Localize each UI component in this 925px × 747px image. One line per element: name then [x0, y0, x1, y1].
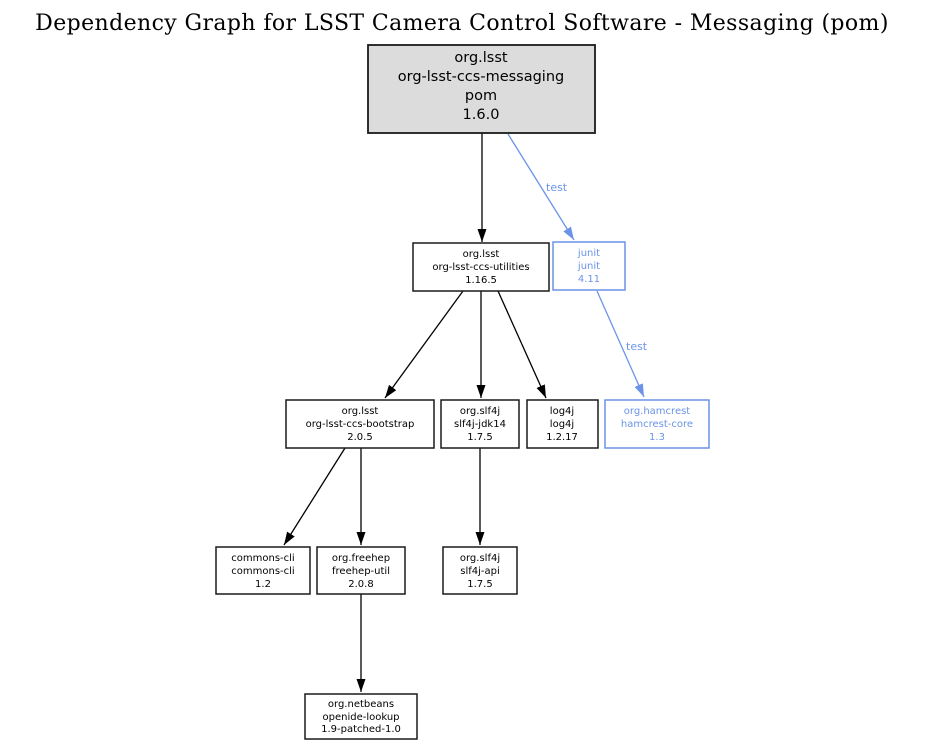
- node-group-id: org.netbeans: [328, 699, 394, 710]
- node-artifact-id: org-lsst-ccs-utilities: [432, 262, 529, 273]
- node-box: [526, 399, 599, 449]
- node-version: 1.3: [649, 432, 665, 443]
- node-artifact-id: org-lsst-ccs-bootstrap: [306, 419, 415, 430]
- edge-bootstrap-to-commons-cli: [283, 447, 346, 546]
- node-box: [552, 241, 626, 291]
- node-version: 4.11: [578, 274, 600, 285]
- node-version: 2.0.5: [347, 432, 372, 443]
- node-artifact-id: slf4j-jdk14: [454, 419, 506, 430]
- node-group-id: org.freehep: [332, 553, 390, 564]
- node-version: 1.6.0: [463, 107, 500, 123]
- node-version: 1.2.17: [546, 432, 578, 443]
- node-box: [316, 546, 406, 595]
- node-junit: junit junit 4.11: [552, 241, 626, 291]
- node-artifact-id: openide-lookup: [322, 712, 399, 723]
- node-box: [304, 693, 418, 740]
- node-slf4j-jdk14: org.slf4j slf4j-jdk14 1.7.5: [440, 399, 520, 449]
- node-version: 1.7.5: [467, 432, 492, 443]
- node-version: 1.2: [255, 579, 271, 590]
- node-artifact-id: freehep-util: [332, 566, 390, 577]
- node-org-lsst-ccs-messaging: org.lsst org-lsst-ccs-messaging pom 1.6.…: [367, 44, 596, 134]
- node-artifact-id: slf4j-api: [460, 566, 500, 577]
- node-version: 1.9-patched-1.0: [321, 724, 401, 735]
- node-version: 2.0.8: [348, 579, 373, 590]
- node-freehep-util: org.freehep freehep-util 2.0.8: [316, 546, 406, 595]
- edge-utilities-to-bootstrap: [384, 290, 464, 399]
- node-artifact-id: hamcrest-core: [621, 419, 693, 430]
- node-group-id: org.hamcrest: [624, 406, 691, 417]
- edge-junit-to-hamcrest: [596, 290, 645, 398]
- node-artifact-id: log4j: [550, 419, 574, 430]
- edge-group: test test: [283, 133, 648, 692]
- node-group-id: org.slf4j: [460, 406, 500, 417]
- node-commons-cli: commons-cli commons-cli 1.2: [215, 546, 311, 595]
- node-slf4j-api: org.slf4j slf4j-api 1.7.5: [442, 546, 518, 595]
- node-box: [604, 399, 710, 449]
- edge-label-test-junit-hamcrest: test: [626, 340, 648, 353]
- node-packaging: pom: [465, 88, 497, 104]
- node-artifact-id: commons-cli: [231, 566, 294, 577]
- node-openide-lookup: org.netbeans openide-lookup 1.9-patched-…: [304, 693, 418, 740]
- node-group-id: org.lsst: [342, 406, 379, 417]
- node-org-lsst-ccs-utilities: org.lsst org-lsst-ccs-utilities 1.16.5: [412, 242, 550, 292]
- node-box: [442, 546, 518, 595]
- edge-utilities-to-log4j: [497, 290, 547, 399]
- node-log4j: log4j log4j 1.2.17: [526, 399, 599, 449]
- node-box: [215, 546, 311, 595]
- edge-messaging-to-junit: [507, 133, 575, 241]
- node-artifact-id: org-lsst-ccs-messaging: [398, 69, 564, 85]
- node-group-id: junit: [577, 248, 600, 259]
- graph-title: Dependency Graph for LSST Camera Control…: [35, 11, 889, 36]
- node-version: 1.7.5: [467, 579, 492, 590]
- node-version: 1.16.5: [465, 275, 497, 286]
- node-org-lsst-ccs-bootstrap: org.lsst org-lsst-ccs-bootstrap 2.0.5: [285, 399, 435, 449]
- node-group-id: org.lsst: [463, 249, 500, 260]
- node-group-id: log4j: [550, 406, 574, 417]
- node-group-id: commons-cli: [231, 553, 294, 564]
- node-artifact-id: junit: [577, 261, 600, 272]
- node-group-id: org.lsst: [454, 50, 508, 66]
- node-box: [367, 44, 596, 134]
- node-box: [285, 399, 435, 449]
- edge-label-test-messaging-junit: test: [546, 181, 568, 194]
- node-group-id: org.slf4j: [460, 553, 500, 564]
- node-box: [440, 399, 520, 449]
- node-box: [412, 242, 550, 292]
- node-hamcrest-core: org.hamcrest hamcrest-core 1.3: [604, 399, 710, 449]
